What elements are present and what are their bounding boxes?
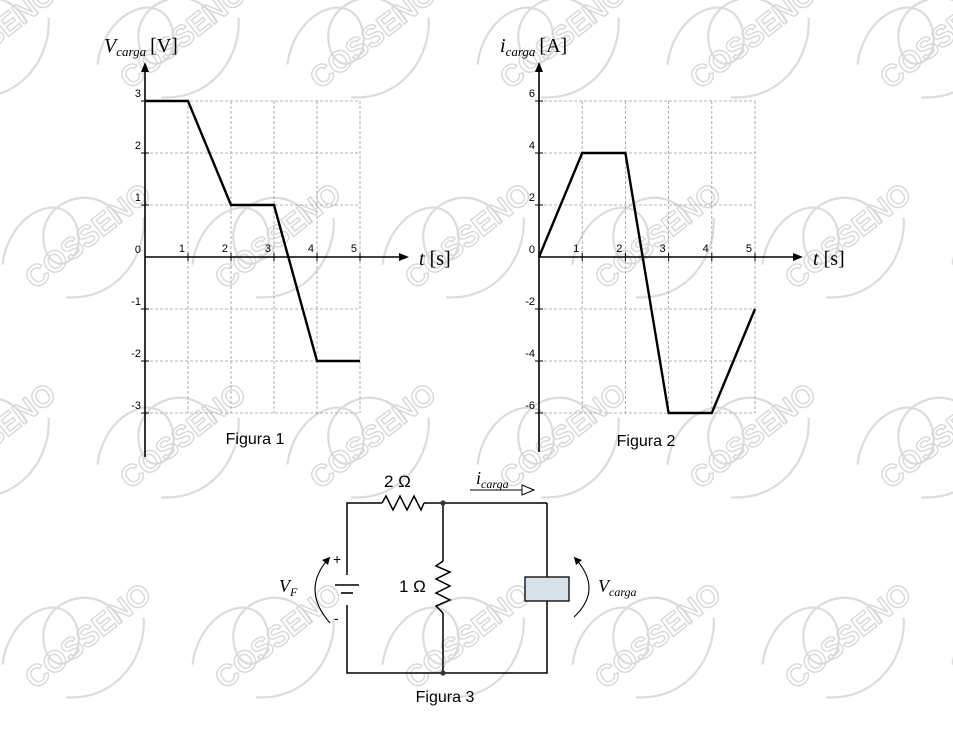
load-voltage-arrow (573, 556, 590, 618)
watermark-text: COSSENO (0, 0, 63, 96)
y-tick-label: -1 (131, 296, 141, 308)
y-tick-label: 3 (135, 88, 141, 100)
chart-icarga: 1 2 3 4 5 6 4 2 0 -2 -4 -6 icarga[A] t[s] Figura 2 (500, 35, 845, 452)
current-arrowhead (521, 484, 536, 496)
y-tick-label: 6 (529, 88, 535, 100)
x-tick-label: 1 (573, 243, 579, 255)
series-resistor (381, 494, 425, 512)
y-tick-label: -6 (525, 400, 535, 412)
watermark-tile: COSSENO (856, 376, 953, 499)
chart-vcarga: 1 2 3 4 5 3 2 1 0 -1 -2 -3 Vcarga[V] t[s] Figura 1 (104, 35, 451, 457)
shunt-resistor (434, 560, 452, 614)
x-tick-label: 4 (703, 243, 709, 255)
chart-vcarga-series-line (145, 99, 360, 363)
load-voltage-arrowhead (574, 557, 582, 565)
watermark-tile: COSSENO (761, 176, 918, 299)
watermark-text: COSSENO (304, 377, 443, 495)
x-tick-label: 4 (308, 243, 314, 255)
chart-icarga-axes (535, 62, 803, 452)
x-tick-label: 2 (616, 243, 622, 255)
chart-vcarga-caption: Figura 1 (226, 431, 285, 448)
shunt-resistor-label: 1 Ω (399, 577, 426, 596)
dc-source (335, 575, 359, 605)
y-tick-label: 0 (529, 244, 535, 256)
circuit-caption: Figura 3 (416, 689, 475, 706)
watermark-tile: COSSENO (761, 576, 918, 699)
watermark-tile: COSSENO (476, 0, 633, 99)
source-minus-sign: - (334, 610, 339, 626)
chart-vcarga-ylabel: Vcarga[V] (104, 35, 178, 59)
watermark-text: COSSENO (779, 577, 918, 695)
y-tick-label: -2 (131, 348, 141, 360)
chart-vcarga-tick-labels: 1 2 3 4 5 3 2 1 0 -1 -2 -3 (131, 88, 357, 412)
chart-icarga-series-line (537, 151, 757, 415)
series-resistor-label: 2 Ω (384, 472, 411, 491)
load-element (524, 576, 570, 602)
current-label: icarga (476, 468, 509, 491)
watermark-tile: COSSENO (951, 196, 953, 265)
chart-icarga-xlabel: t[s] (813, 248, 845, 270)
chart-icarga-caption: Figura 2 (617, 433, 676, 450)
load-voltage-label: Vcarga (598, 576, 637, 599)
x-tick-label: 5 (351, 243, 357, 255)
chart-vcarga-xlabel: t[s] (419, 248, 451, 270)
watermark-text: COSSENO (779, 177, 918, 295)
x-axis-arrowhead (399, 253, 409, 261)
y-tick-label: -3 (131, 400, 141, 412)
source-voltage-label: VF (279, 576, 298, 599)
watermark-tile: COSSENO (1, 576, 158, 699)
watermark-text: COSSENO (209, 177, 348, 295)
source-voltage-arrowhead (322, 557, 330, 565)
chart-icarga-tick-labels: 1 2 3 4 5 6 4 2 0 -2 -4 -6 (525, 88, 752, 412)
x-tick-label: 3 (265, 243, 271, 255)
x-tick-label: 3 (659, 243, 665, 255)
chart-icarga-ylabel: icarga[A] (500, 35, 567, 59)
watermark-tile: COSSENO (666, 0, 823, 99)
watermark-tile: COSSENO (286, 0, 443, 99)
watermark-tile: COSSENO (856, 0, 953, 99)
y-axis-arrowhead (535, 62, 543, 72)
chart-vcarga-axes (141, 62, 409, 457)
watermark-text: COSSENO (684, 377, 823, 495)
watermark-text: COSSENO (304, 0, 443, 96)
watermark-tile: COSSENO (1, 176, 158, 299)
source-plus-sign: + (333, 551, 341, 567)
watermark-tile: COSSENO (951, 596, 953, 665)
watermark-tile: COSSENO (0, 0, 63, 99)
watermark-text: COSSENO (19, 577, 158, 695)
watermark-text: COSSENO (494, 377, 633, 495)
watermark-text: COSSENO (874, 377, 953, 495)
x-axis-arrowhead (793, 253, 803, 261)
y-tick-label: 4 (529, 140, 535, 152)
x-tick-label: 5 (746, 243, 752, 255)
watermark-tile: COSSENO (571, 176, 728, 299)
y-axis-arrowhead (141, 62, 149, 72)
watermark-tile: COSSENO (191, 176, 348, 299)
x-tick-label: 2 (222, 243, 228, 255)
source-voltage-arrow (314, 556, 331, 624)
y-tick-label: -2 (525, 296, 535, 308)
y-tick-label: -4 (525, 348, 535, 360)
junction-top (440, 500, 446, 506)
watermark-tile: COSSENO (96, 0, 253, 99)
junction-bottom (440, 670, 446, 676)
y-tick-label: 2 (529, 192, 535, 204)
circuit-diagram: + - VF 2 Ω 1 Ω icarga Vcarga Figura 3 (279, 468, 637, 706)
watermark-text: COSSENO (684, 0, 823, 96)
y-tick-label: 0 (135, 244, 141, 256)
x-tick-label: 1 (179, 243, 185, 255)
y-tick-label: 1 (135, 192, 141, 204)
watermark-tile: COSSENO (666, 376, 823, 499)
watermark-text: COSSENO (589, 177, 728, 295)
y-tick-label: 2 (135, 140, 141, 152)
watermark-tile: COSSENO (0, 376, 63, 499)
circuit-outer-wire-left-bottom (346, 502, 548, 674)
watermark-tile: COSSENO (571, 576, 728, 699)
watermark-text: COSSENO (399, 177, 538, 295)
watermark-text: COSSENO (0, 377, 63, 495)
